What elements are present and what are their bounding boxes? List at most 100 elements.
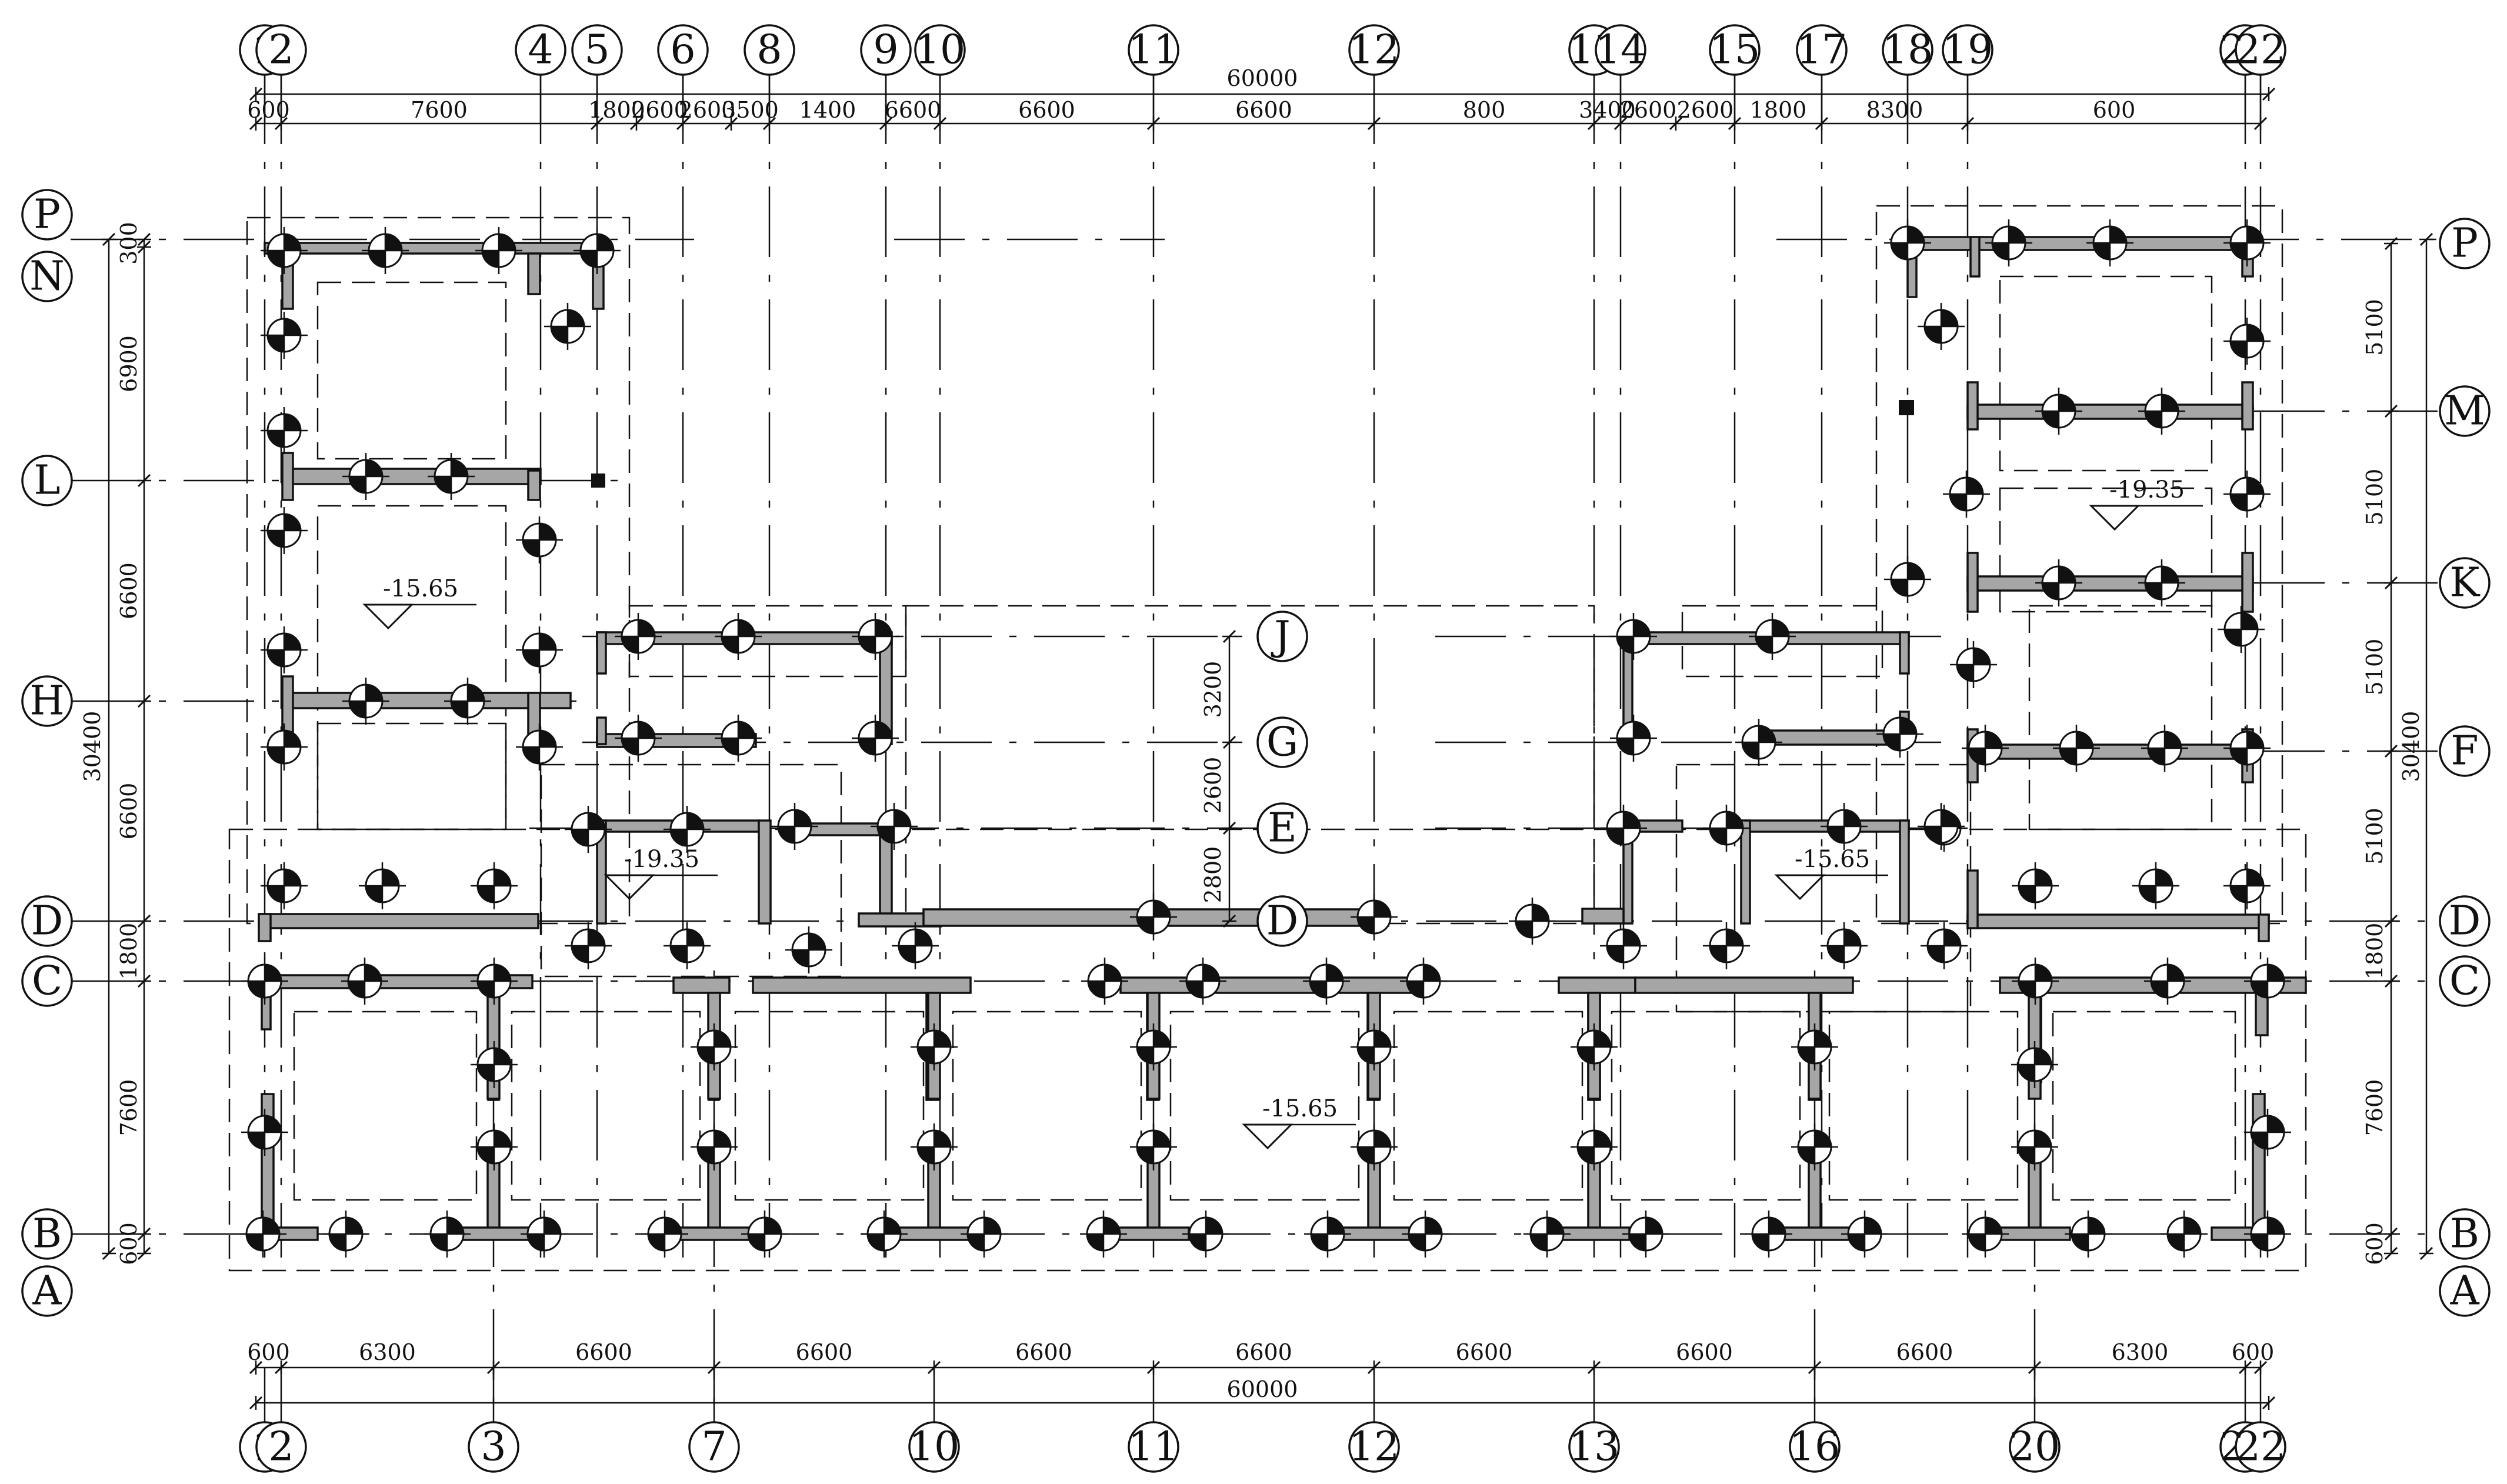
pile-symbol (1745, 1210, 1792, 1258)
pile-symbol (2138, 559, 2185, 606)
pile-symbol (1600, 922, 1647, 969)
axis-bubble-top-label: 10 (915, 27, 966, 74)
level-markers: -15.65-19.35-15.65-19.35-15.65 (362, 476, 2203, 1150)
pile-symbol (516, 626, 563, 673)
foundation-outline (734, 1011, 925, 1201)
pile-symbol (565, 806, 612, 853)
axis-bubble-left-circle (21, 675, 73, 727)
pile-symbol (261, 227, 308, 274)
pile-symbol (342, 453, 389, 500)
pile-symbol (2053, 725, 2100, 772)
pile-symbol (1918, 803, 1965, 850)
axis-bubble-bottom-label: 2 (268, 1424, 294, 1470)
axis-bubble-left-label: L (34, 458, 60, 504)
pile-symbol (691, 1123, 738, 1170)
dim-label: 6600 (1456, 1339, 1513, 1365)
pile-symbol (1876, 711, 1923, 758)
pile-square (591, 473, 605, 488)
axis-bubble-left-label: P (34, 192, 61, 238)
pile-symbol (1351, 1123, 1398, 1170)
axis-bubble-top-label: 4 (528, 27, 553, 74)
shear-wall (2241, 552, 2254, 613)
foundation-outline (1675, 763, 1972, 1013)
shear-wall (1581, 908, 1625, 925)
axis-bubble-top-label: 11 (1128, 27, 1179, 74)
axis-bubble-right-circle (2439, 557, 2491, 609)
shear-wall (1966, 381, 1979, 431)
pile-symbol (2132, 862, 2179, 909)
pile-symbol (2223, 471, 2271, 518)
pile-symbol (1571, 1023, 1618, 1071)
dim-label: 600 (116, 1222, 142, 1265)
axis-bubble-top-circle (1348, 24, 1400, 76)
pile-symbol (852, 715, 899, 762)
foundation-outline (316, 281, 507, 460)
axis-bubble-top-label: 14 (1595, 27, 1646, 74)
axis-bubble-top-circle (1942, 24, 1993, 76)
shear-wall (752, 976, 972, 994)
dim-label: 6600 (116, 783, 142, 840)
pile-symbol (2223, 862, 2271, 909)
pile-symbol (521, 1210, 568, 1258)
axis-bubble-bottom-label: 16 (1789, 1424, 1841, 1470)
dim-label: 1400 (799, 97, 856, 123)
pile-symbol (715, 613, 762, 660)
dim-label: 7600 (2362, 1079, 2388, 1136)
pile-symbol (664, 806, 711, 853)
pile-symbol (2138, 388, 2185, 435)
axis-bubble-top-label: 22 (2235, 27, 2286, 74)
shear-wall (596, 716, 607, 745)
axis-bubble-left-circle (21, 1208, 73, 1260)
pile-symbol (516, 723, 563, 771)
dim-label: 6600 (1235, 97, 1292, 123)
pile-symbol (1303, 958, 1350, 1005)
pile-symbol (771, 803, 818, 850)
pile-symbol (1884, 219, 1931, 266)
shear-wall (1117, 1226, 1190, 1241)
pile-symbol (1791, 1023, 1838, 1071)
pile-symbol (471, 1123, 518, 1170)
pile-symbol (574, 227, 621, 274)
shear-wall (258, 913, 272, 942)
pile-symbol (2223, 318, 2271, 365)
dim-label: 3200 (1200, 661, 1226, 718)
shear-wall (1119, 976, 1425, 994)
axis-bubble-mid-circle (1256, 895, 1308, 947)
dim-label: 5100 (2362, 639, 2388, 696)
dim-label: 6300 (359, 1339, 416, 1365)
pile-symbol (1402, 1210, 1449, 1258)
level-triangle (362, 603, 414, 630)
pile-symbol (2244, 958, 2291, 1005)
dim-label: 2800 (1200, 846, 1226, 903)
level-triangle (604, 874, 655, 901)
level-label: -19.35 (2109, 476, 2185, 503)
pile-symbol (852, 613, 899, 660)
axis-bubble-right-circle (2439, 1265, 2491, 1317)
pile-symbol (2086, 219, 2133, 266)
axis-bubble-bottom-circle (1128, 1421, 1179, 1473)
pile-symbol (241, 1109, 288, 1156)
shear-wall (1966, 913, 2270, 929)
pile-symbol (1841, 1210, 1888, 1258)
pile-symbol (341, 958, 388, 1005)
shear-wall (281, 452, 294, 501)
shear-wall (672, 976, 731, 994)
axis-bubble-top-circle (2235, 24, 2286, 76)
axis-bubble-bottom-circle (908, 1421, 960, 1473)
axis-bubble-top-circle (657, 24, 709, 76)
shear-wall (1966, 575, 2254, 592)
axis-bubble-right-label: B (2450, 1211, 2479, 1258)
pile-symbol (2012, 862, 2059, 909)
foundation-outlines (228, 205, 2307, 1272)
pile-symbol (1821, 922, 1868, 969)
dim-label: 7600 (411, 97, 468, 123)
pile-symbol (1179, 958, 1226, 1005)
axis-bubble-bottom-circle (1348, 1421, 1400, 1473)
axis-bubble-bottom-label: 22 (2235, 1424, 2286, 1470)
shear-wall (2255, 992, 2269, 1036)
pile-symbol (1943, 471, 1990, 518)
pile-symbol (2218, 606, 2265, 653)
pile-symbol (1130, 893, 1177, 941)
pile-symbol (871, 803, 918, 850)
pile-symbol (861, 1210, 908, 1258)
